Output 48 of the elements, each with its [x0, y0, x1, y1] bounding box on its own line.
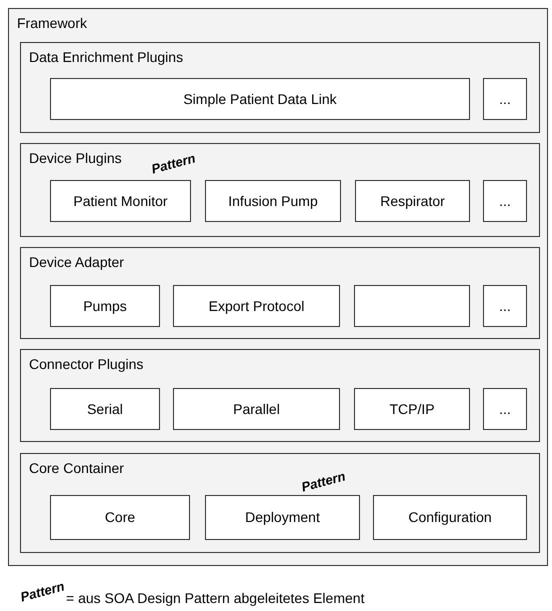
layer-panel	[20, 453, 540, 553]
component-label: Infusion Pump	[228, 192, 318, 210]
component-box	[373, 495, 527, 540]
component-label: Simple Patient Data Link	[183, 90, 337, 108]
component-box	[50, 78, 470, 120]
layer-panel	[20, 247, 540, 339]
component-label: Deployment	[245, 509, 320, 526]
component-label: Configuration	[408, 509, 492, 526]
component-label: Core	[104, 509, 136, 526]
component-box	[354, 388, 470, 430]
component-box	[483, 285, 527, 327]
component-label: ...	[499, 400, 511, 418]
component-box	[483, 78, 527, 120]
component-label: Respirator	[380, 192, 445, 210]
pattern-mark: Pattern	[150, 150, 197, 177]
component-label: Serial	[87, 400, 123, 418]
component-box	[355, 180, 470, 222]
component-box	[50, 495, 190, 540]
component-box	[354, 285, 470, 327]
component-label: ...	[499, 90, 511, 108]
component-box	[50, 388, 160, 430]
layer-heading: Connector Plugins	[29, 356, 144, 372]
layer-heading: Core Container	[29, 460, 124, 476]
component-box	[205, 180, 341, 222]
layer-panel	[20, 349, 540, 442]
legend-note: = aus SOA Design Pattern abgeleitetes Element	[66, 590, 364, 606]
component-box	[173, 285, 340, 327]
component-box	[483, 388, 527, 430]
layer-heading: Framework	[17, 15, 88, 31]
layer-panel	[20, 42, 540, 133]
layer-heading: Data Enrichment Plugins	[29, 49, 184, 65]
framework-panel	[8, 8, 548, 566]
layer-heading: Device Plugins	[29, 150, 122, 166]
component-label: Export Protocol	[208, 298, 304, 314]
component-label: TCP/IP	[389, 400, 435, 418]
component-box	[483, 180, 527, 222]
component-box	[50, 180, 191, 222]
pattern-mark: Pattern	[300, 468, 348, 496]
component-box	[173, 388, 340, 430]
component-label: Parallel	[233, 400, 280, 418]
component-label: ...	[499, 192, 511, 210]
component-label: Patient Monitor	[73, 192, 168, 210]
layer-panel	[20, 143, 540, 237]
component-box	[50, 285, 160, 327]
layer-heading: Device Adapter	[29, 254, 124, 270]
component-label: Pumps	[83, 298, 127, 314]
pattern-mark: Pattern	[18, 578, 66, 605]
component-label: ...	[499, 298, 511, 314]
